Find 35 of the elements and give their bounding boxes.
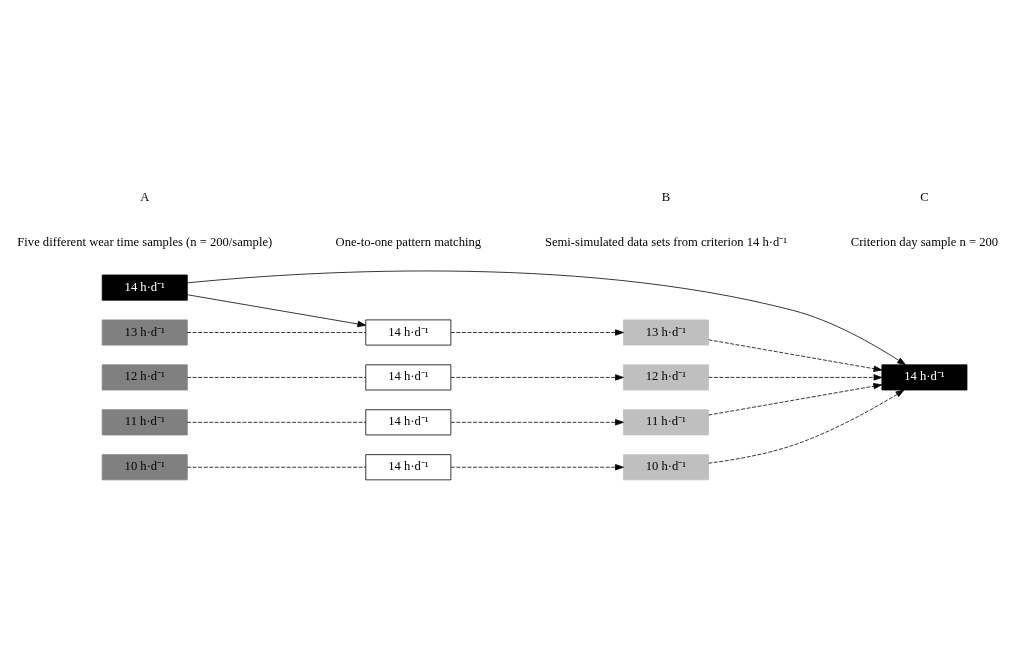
- arrow: [708, 389, 905, 464]
- node-box: 14 h·d⁻¹: [365, 363, 452, 390]
- node-box: 13 h·d⁻¹: [101, 319, 188, 345]
- node-box: 13 h·d⁻¹: [623, 319, 709, 345]
- label: Five different wear time samples (n = 200/sample): [17, 234, 273, 249]
- connector: [186, 376, 367, 378]
- node-box: 14 h·d⁻¹: [365, 453, 452, 480]
- node-box: 12 h·d⁻¹: [101, 363, 188, 390]
- label: C: [920, 189, 929, 204]
- node-box: 14 h·d⁻¹: [365, 319, 452, 345]
- arrow: [708, 373, 883, 381]
- node-box: 14 h·d⁻¹: [881, 363, 968, 390]
- node-box: 12 h·d⁻¹: [623, 363, 709, 390]
- label: One-to-one pattern matching: [335, 234, 482, 249]
- label: Criterion day sample n = 200: [850, 234, 999, 249]
- arrow: [450, 463, 624, 470]
- node-box: 14 h·d⁻¹: [365, 408, 452, 435]
- arrow: [450, 418, 624, 425]
- label: Semi-simulated data sets from criterion 14 h·d⁻¹: [544, 234, 788, 249]
- connector: [186, 331, 367, 333]
- connector: [186, 466, 367, 468]
- arrow: [186, 293, 367, 327]
- arrow: [708, 338, 883, 372]
- node-box: 14 h·d⁻¹: [101, 274, 188, 301]
- node-box: 10 h·d⁻¹: [101, 453, 188, 480]
- node-box: 11 h·d⁻¹: [101, 408, 188, 435]
- label: B: [661, 189, 671, 204]
- arrow: [708, 382, 883, 415]
- connector: [186, 421, 367, 423]
- label: A: [140, 189, 150, 204]
- arrow: [186, 270, 906, 365]
- arrow: [450, 328, 624, 336]
- node-box: 11 h·d⁻¹: [623, 408, 709, 435]
- arrow: [450, 373, 624, 381]
- node-box: 10 h·d⁻¹: [623, 453, 709, 480]
